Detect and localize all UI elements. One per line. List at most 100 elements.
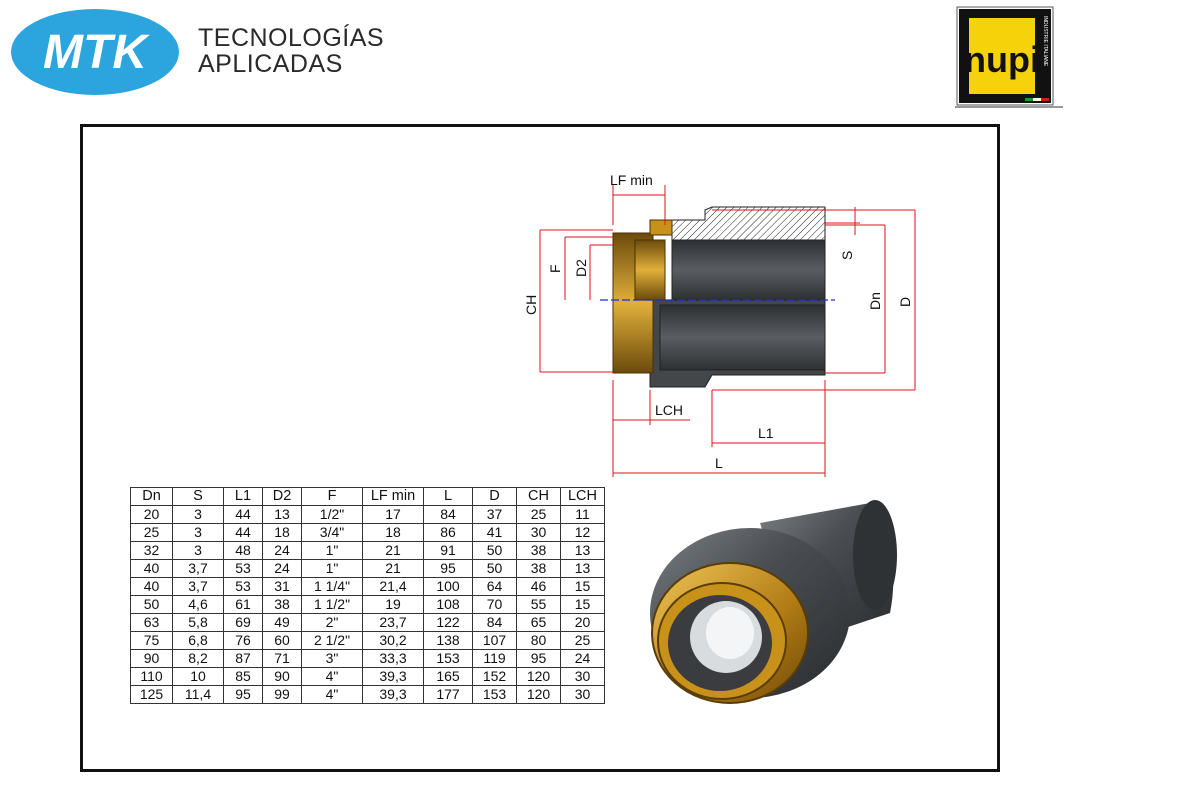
table-cell: 20 [560,613,605,632]
table-cell: 50 [130,595,173,614]
table-cell: 39,3 [362,685,424,704]
table-cell: 11,4 [172,685,224,704]
table-cell: 30 [560,667,605,686]
table-cell: 12 [560,523,605,542]
table-cell: 3 [172,541,224,560]
table-cell: 24 [560,649,605,668]
table-cell: 3" [301,649,363,668]
table-cell: 64 [472,577,517,596]
table-cell: 84 [472,613,517,632]
table-cell: 1 1/4" [301,577,363,596]
table-cell: 153 [423,649,473,668]
table-cell: 76 [223,631,263,650]
table-cell: 55 [516,595,561,614]
table-cell: 24 [262,559,302,578]
table-header-cell: Dn [130,487,173,506]
table-cell: 138 [423,631,473,650]
nupi-logo-text: nupi [964,39,1040,80]
table-cell: 19 [362,595,424,614]
table-cell: 40 [130,559,173,578]
table-cell: 13 [560,559,605,578]
label-s: S [839,251,855,260]
table-cell: 2" [301,613,363,632]
table-cell: 95 [223,685,263,704]
table-cell: 120 [516,685,561,704]
table-cell: 20 [130,505,173,524]
table-header-cell: L1 [223,487,263,506]
table-cell: 38 [516,559,561,578]
label-lf-min: LF min [610,172,653,188]
table-cell: 17 [362,505,424,524]
fitting-section [600,206,835,388]
table-cell: 100 [423,577,473,596]
table-cell: 48 [223,541,263,560]
table-cell: 3/4" [301,523,363,542]
table-cell: 50 [472,559,517,578]
table-cell: 75 [130,631,173,650]
table-cell: 125 [130,685,173,704]
table-cell: 80 [516,631,561,650]
table-cell: 3,7 [172,577,224,596]
table-cell: 119 [472,649,517,668]
table-cell: 153 [472,685,517,704]
technical-drawing: LF min CH F D2 S Dn D LCH L1 L [523,172,916,477]
table-cell: 90 [130,649,173,668]
table-header-cell: LCH [560,487,605,506]
table-cell: 25 [130,523,173,542]
table-cell: 61 [223,595,263,614]
table-header-cell: D2 [262,487,302,506]
table-cell: 13 [262,505,302,524]
table-cell: 60 [262,631,302,650]
table-cell: 84 [423,505,473,524]
mtk-tagline: TECNOLOGÍAS APLICADAS [198,25,384,77]
table-cell: 21,4 [362,577,424,596]
label-d2: D2 [573,259,589,277]
mtk-tagline-line1: TECNOLOGÍAS [198,24,385,52]
table-cell: 38 [516,541,561,560]
table-cell: 50 [472,541,517,560]
table-cell: 122 [423,613,473,632]
table-cell: 31 [262,577,302,596]
table-cell: 95 [423,559,473,578]
table-cell: 44 [223,505,263,524]
table-cell: 15 [560,595,605,614]
mtk-logo-text: MTK [43,26,150,79]
table-cell: 38 [262,595,302,614]
table-cell: 85 [223,667,263,686]
table-cell: 1/2" [301,505,363,524]
table-cell: 110 [130,667,173,686]
table-cell: 11 [560,505,605,524]
table-cell: 1" [301,559,363,578]
table-cell: 25 [516,505,561,524]
fitting-3d-render [650,500,897,704]
table-cell: 63 [130,613,173,632]
label-dn: Dn [867,292,883,310]
table-cell: 25 [560,631,605,650]
table-cell: 33,3 [362,649,424,668]
label-f: F [547,264,563,273]
label-d: D [897,297,913,307]
mtk-logo: MTK [11,9,179,95]
table-cell: 90 [262,667,302,686]
label-ch: CH [523,295,539,315]
table-cell: 32 [130,541,173,560]
table-cell: 107 [472,631,517,650]
table-cell: 23,7 [362,613,424,632]
table-cell: 49 [262,613,302,632]
table-cell: 39,3 [362,667,424,686]
table-cell: 4" [301,685,363,704]
table-cell: 30 [516,523,561,542]
table-cell: 1" [301,541,363,560]
table-header-cell: CH [516,487,561,506]
table-cell: 46 [516,577,561,596]
table-cell: 65 [516,613,561,632]
label-l: L [715,455,723,471]
